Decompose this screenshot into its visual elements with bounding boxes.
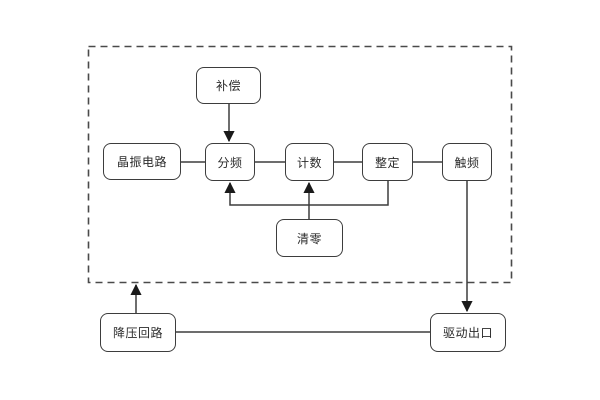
node-compensation: 补偿 [196,67,261,104]
node-counter: 计数 [285,143,334,181]
node-drive-output: 驱动出口 [430,313,506,352]
node-clear: 清零 [276,219,343,257]
node-step-down-circuit: 降压回路 [100,313,176,352]
dashed-enclosure [87,45,513,284]
node-frequency-divider: 分频 [205,143,255,181]
node-crystal-oscillator-circuit: 晶振电路 [103,143,181,180]
node-trigger-frequency: 触频 [442,143,492,181]
node-setting: 整定 [362,143,413,181]
